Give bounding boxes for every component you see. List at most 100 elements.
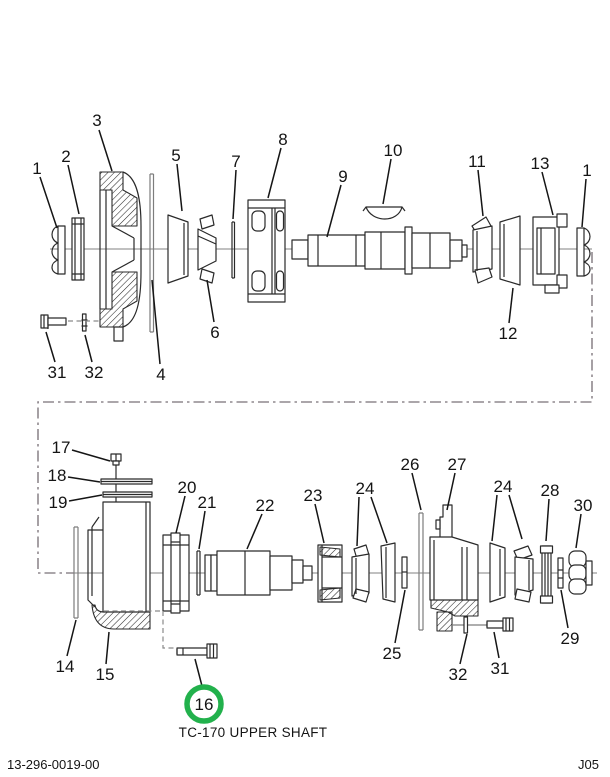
leader-line-4 xyxy=(151,279,161,365)
highlighted-callout: 16 xyxy=(184,658,224,724)
highlighted-callout-number: 16 xyxy=(195,695,214,714)
part-label-24: 24 xyxy=(356,479,388,547)
leader-line-9 xyxy=(326,184,342,238)
callout-number: 23 xyxy=(304,486,323,505)
leader-line-25 xyxy=(394,589,406,644)
callout-number: 3 xyxy=(92,111,101,130)
part-24-bearing-cone-right xyxy=(513,545,534,603)
callout-number: 6 xyxy=(210,323,219,342)
part-label-26: 26 xyxy=(401,455,422,511)
callout-number: 22 xyxy=(256,496,275,515)
part-label-4: 4 xyxy=(151,279,166,384)
part-16-locator-dash xyxy=(162,611,176,649)
part-19-gasket xyxy=(102,491,153,498)
callout-number: 1 xyxy=(582,161,591,180)
part-1-end-washer-right xyxy=(576,227,591,277)
part-22-shaft xyxy=(204,550,313,596)
part-1-end-washer-left xyxy=(51,225,66,275)
part-16-bolt xyxy=(176,643,218,659)
callout-number: 9 xyxy=(338,167,347,186)
part-label-12: 12 xyxy=(499,287,517,343)
part-label-19: 19 xyxy=(49,493,103,512)
part-label-7: 7 xyxy=(231,152,241,220)
part-label-14: 14 xyxy=(56,619,77,676)
part-27-housing xyxy=(429,504,488,632)
callout-number: 25 xyxy=(383,644,402,663)
leader-line-24 xyxy=(356,496,360,547)
part-label-31: 31 xyxy=(491,631,510,678)
callout-number: 1 xyxy=(32,159,41,178)
part-3-housing-section xyxy=(99,171,142,342)
leader-line-31 xyxy=(45,331,56,363)
leader-line-22 xyxy=(246,513,263,550)
part-24-bearing-cup-right xyxy=(489,542,506,603)
part-11-bearing-cone xyxy=(471,216,493,284)
leader-line-1 xyxy=(39,176,58,229)
part-13-retainer-cap xyxy=(532,213,568,294)
boundary-dashdot-line xyxy=(37,252,593,574)
callout-number: 32 xyxy=(85,363,104,382)
callout-number: 8 xyxy=(278,130,287,149)
part-32-pin-top xyxy=(81,313,88,332)
part-26-thin-plate xyxy=(418,512,424,631)
part-label-6: 6 xyxy=(206,279,220,342)
part-5-bearing-cup xyxy=(167,214,189,284)
lower-assembly xyxy=(73,453,593,659)
page-code: J05 xyxy=(578,757,599,772)
callout-number: 2 xyxy=(61,147,70,166)
part-label-25: 25 xyxy=(383,589,406,663)
part-label-23: 23 xyxy=(304,486,325,544)
callout-number: 32 xyxy=(449,665,468,684)
leader-line-28 xyxy=(545,498,550,542)
part-label-29: 29 xyxy=(560,589,580,648)
part-label-3: 3 xyxy=(92,111,113,172)
part-label-21: 21 xyxy=(198,493,216,550)
callout-number: 4 xyxy=(156,365,165,384)
part-label-13: 13 xyxy=(531,154,554,216)
part-14-thin-disc xyxy=(73,526,79,619)
leader-line-17 xyxy=(71,449,111,462)
leader-line-1 xyxy=(581,178,587,228)
callout-number: 24 xyxy=(356,479,375,498)
callout-number: 10 xyxy=(384,141,403,160)
lower-housing xyxy=(87,501,151,630)
leader-line-10 xyxy=(382,158,392,205)
callout-number: 31 xyxy=(491,659,510,678)
callout-number: 20 xyxy=(178,478,197,497)
figure-caption: TC-170 UPPER SHAFT xyxy=(179,725,328,740)
part-28-plate xyxy=(539,545,554,604)
leader-line-11 xyxy=(477,169,484,217)
leader-line-23 xyxy=(314,503,325,544)
part-8-bearing-carrier xyxy=(247,199,286,303)
callout-number: 7 xyxy=(231,152,240,171)
part-label-15: 15 xyxy=(96,631,115,684)
part-9-shaft xyxy=(291,226,468,275)
doc-number: 13-296-0019-00 xyxy=(7,757,100,772)
callout-number: 29 xyxy=(561,629,580,648)
leader-line-21 xyxy=(198,510,206,550)
part-23-collar xyxy=(317,544,343,603)
part-label-27: 27 xyxy=(446,455,466,511)
leader-line-13 xyxy=(541,171,554,216)
part-21-shim xyxy=(196,550,201,596)
leader-line-32 xyxy=(459,633,468,665)
leader-line-8 xyxy=(267,147,282,199)
leader-line-6 xyxy=(206,279,215,323)
leader-line-19 xyxy=(68,494,103,502)
part-label-32: 32 xyxy=(449,633,468,684)
callout-number: 15 xyxy=(96,665,115,684)
leader-line-27 xyxy=(446,472,456,511)
leader-line-5 xyxy=(176,163,183,212)
leader-line-14 xyxy=(66,619,77,657)
part-label-31: 31 xyxy=(45,331,66,382)
callout-number: 18 xyxy=(48,466,67,485)
leader-line-3 xyxy=(98,129,113,172)
leader-line-32 xyxy=(84,334,93,363)
part-label-17: 17 xyxy=(52,438,111,462)
part-7-shim xyxy=(231,221,236,279)
leader-line-29 xyxy=(560,589,569,629)
part-label-9: 9 xyxy=(326,167,348,238)
